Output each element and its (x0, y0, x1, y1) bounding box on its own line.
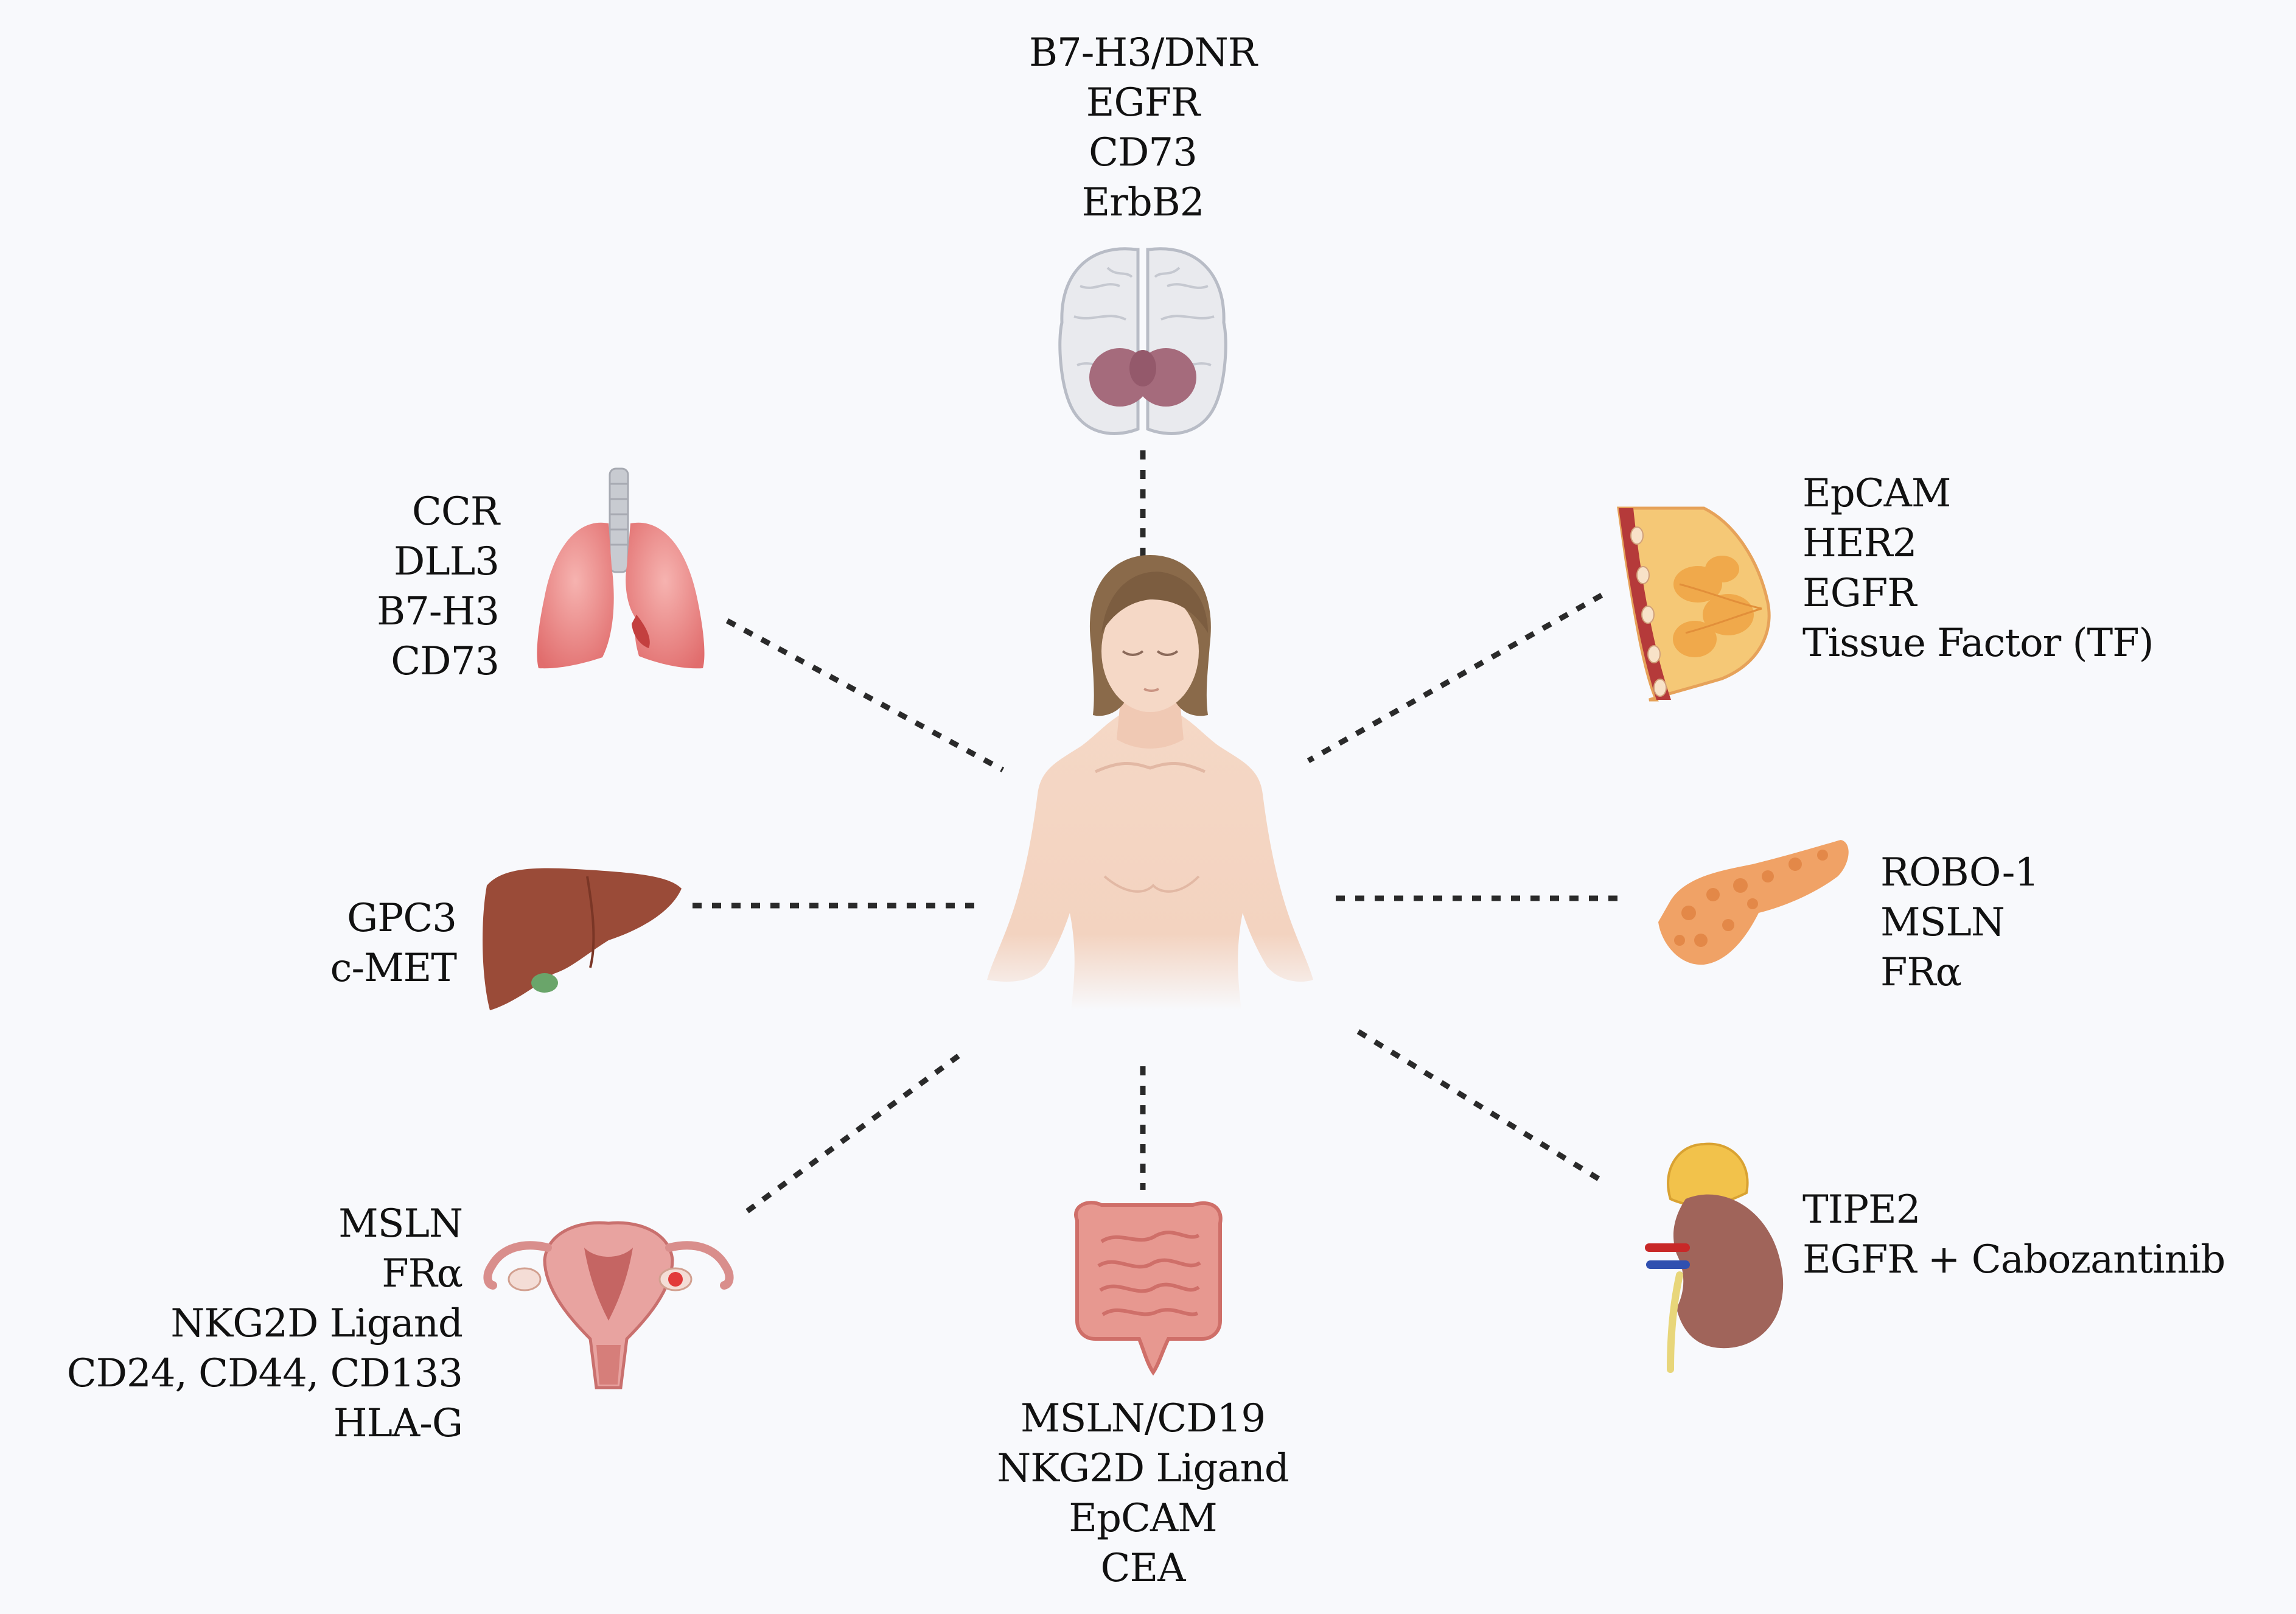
breast-target-2: HER2 (1802, 521, 1917, 566)
breast-target-1: EpCAM (1802, 471, 1951, 516)
lung-targets: CCR DLL3 B7-H3 CD73 (256, 487, 500, 686)
kidney-target-2: EGFR + Cabozantinib (1802, 1237, 2225, 1282)
ovary-target-3: NKG2D Ligand (170, 1301, 463, 1346)
kidney-target-1: TIPE2 (1802, 1187, 1921, 1232)
brain-target-4: ErbB2 (1081, 180, 1204, 225)
colon-targets: MSLN/CD19 NKG2D Ligand EpCAM CEA (930, 1394, 1356, 1593)
ovary-targets: MSLN FRα NKG2D Ligand CD24, CD44, CD133 … (37, 1199, 463, 1448)
liver-target-1: GPC3 (347, 896, 457, 941)
brain-target-2: EGFR (1086, 80, 1200, 125)
brain-target-3: CD73 (1089, 130, 1198, 175)
lung-target-4: CD73 (391, 639, 500, 684)
colon-target-4: CEA (1100, 1546, 1186, 1591)
liver-target-2: c-MET (330, 946, 457, 991)
connector-breast (1307, 593, 1603, 763)
connector-ovary (745, 1053, 960, 1214)
connector-kidney (1356, 1029, 1603, 1183)
kidney-targets: TIPE2 EGFR + Cabozantinib (1802, 1185, 2277, 1285)
brain-target-1: B7-H3/DNR (1029, 30, 1257, 75)
pancreas-targets: ROBO-1 MSLN FRα (1880, 848, 2185, 997)
ovary-target-4: CD24, CD44, CD133 (66, 1351, 463, 1396)
connector-lung (725, 618, 1005, 772)
liver-icon (483, 868, 682, 1010)
intestines-icon (1074, 1201, 1223, 1376)
breast-targets: EpCAM HER2 EGFR Tissue Factor (TF) (1802, 469, 2277, 668)
ovary-target-2: FRα (382, 1251, 463, 1296)
lung-target-3: B7-H3 (377, 589, 500, 634)
pancreas-target-1: ROBO-1 (1880, 850, 2039, 895)
ovary-target-1: MSLN (338, 1201, 463, 1246)
pancreas-icon (1658, 840, 1849, 965)
colon-target-2: NKG2D Ligand (997, 1446, 1289, 1491)
connector-lines (693, 450, 1625, 1214)
kidney-icon (1645, 1142, 1784, 1373)
colon-target-1: MSLN/CD19 (1020, 1396, 1266, 1441)
breast-target-4: Tissue Factor (TF) (1802, 621, 2154, 666)
liver-targets: GPC3 c-MET (213, 893, 457, 993)
pancreas-target-3: FRα (1880, 950, 1962, 995)
brain-targets: B7-H3/DNR EGFR CD73 ErbB2 (960, 28, 1325, 228)
human-figure-icon (987, 555, 1313, 1010)
colon-target-3: EpCAM (1069, 1496, 1217, 1541)
breast-target-3: EGFR (1802, 571, 1916, 616)
lung-target-1: CCR (411, 489, 500, 534)
breast-icon (1617, 506, 1771, 702)
lungs-icon (537, 467, 705, 669)
uterus-ovaries-icon (483, 1221, 734, 1389)
ovary-target-5: HLA-G (333, 1401, 463, 1446)
lung-target-2: DLL3 (393, 539, 500, 584)
pancreas-target-2: MSLN (1880, 900, 2005, 945)
brain-icon (1058, 247, 1227, 435)
